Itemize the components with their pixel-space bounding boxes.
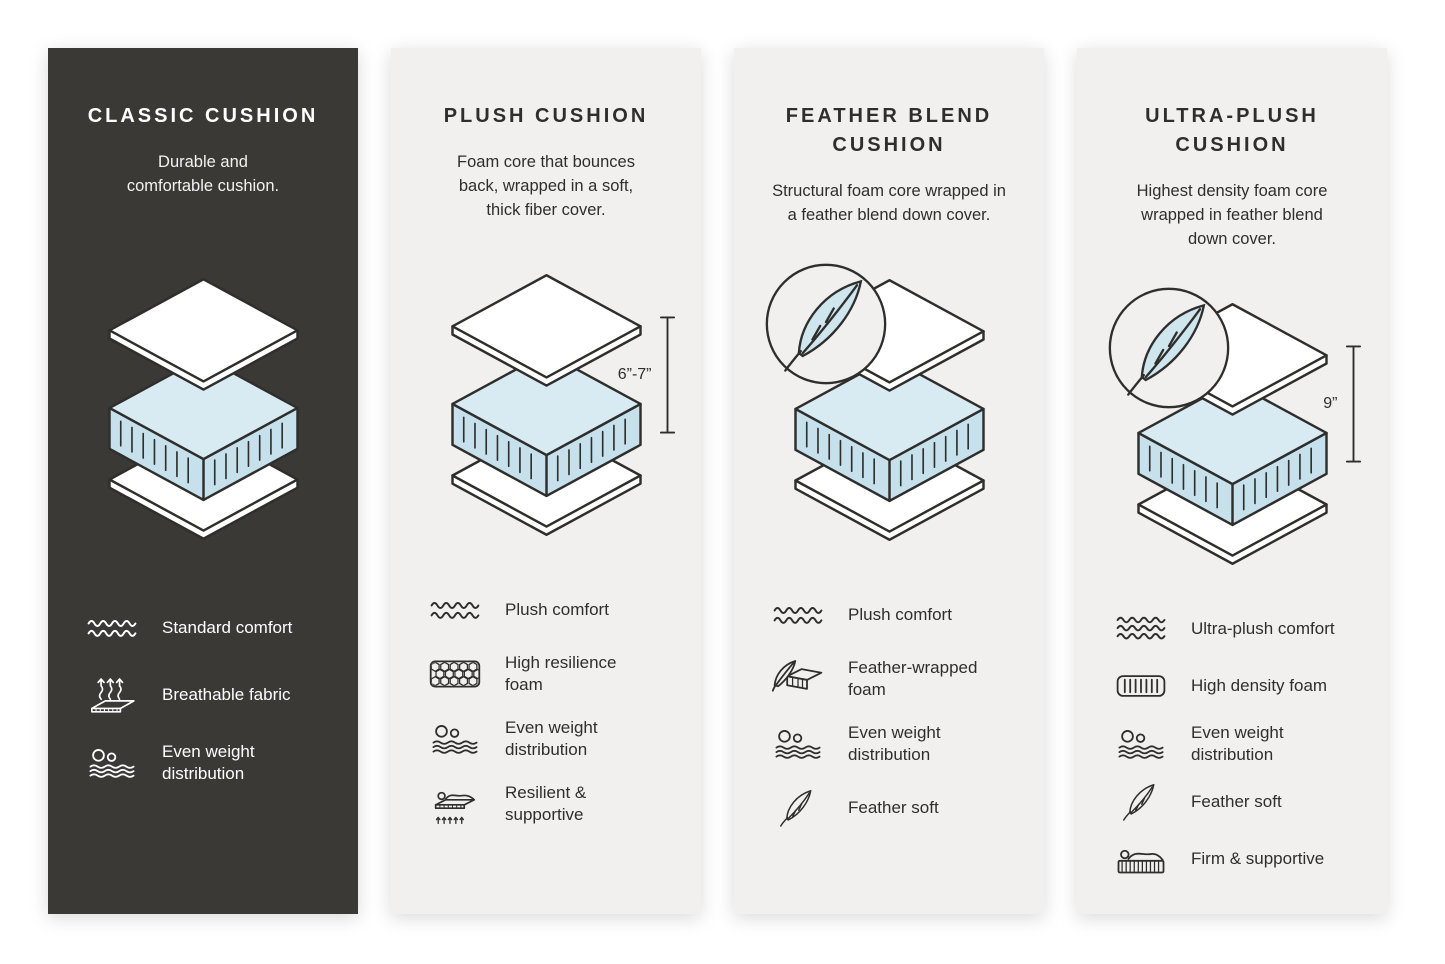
- measure-line-icon: [1345, 345, 1361, 463]
- cushion-illustration: [772, 274, 1007, 552]
- feature-list: Standard comfort Breathable fabric Even …: [48, 607, 358, 785]
- firm-support-icon: [1113, 838, 1169, 880]
- panel-plush-cushion: PLUSH CUSHION Foam core that bounces bac…: [391, 48, 701, 914]
- feature-label: Even weight distribution: [505, 717, 598, 760]
- panel-title: FEATHER BLEND CUSHION: [785, 105, 993, 156]
- feature-label: Ultra-plush comfort: [1191, 618, 1335, 638]
- feature-list: Ultra-plush comfort High density foam Ev…: [1077, 608, 1387, 880]
- feature-label: Resilient & supportive: [505, 783, 587, 825]
- feature-list: Plush comfort Feather-wrapped foam Even …: [734, 594, 1044, 829]
- feature-row: Firm & supportive: [1113, 838, 1387, 880]
- cushion-illustration: 9”: [1115, 298, 1361, 576]
- high-density-foam-icon: [1113, 665, 1169, 707]
- feather-badge-icon: [1105, 284, 1233, 412]
- feature-row: Plush comfort: [770, 594, 1044, 636]
- feature-label: Feather soft: [848, 798, 939, 818]
- feature-label: High density foam: [1191, 675, 1328, 695]
- panel-feather-blend-cushion: FEATHER BLEND CUSHION Structural foam co…: [734, 48, 1044, 914]
- feature-label: Feather-wrapped foam: [848, 657, 978, 699]
- feather-icon: [1113, 781, 1169, 823]
- height-measurement: 6”-7”: [618, 311, 676, 439]
- height-measurement-value: 9”: [1323, 394, 1338, 412]
- feature-row: Even weight distribution: [1113, 722, 1387, 766]
- panel-title: PLUSH CUSHION: [443, 105, 649, 127]
- cushion-stack-diagram: [86, 273, 321, 545]
- feature-label: Even weight distribution: [1191, 722, 1284, 764]
- feather-wrapped-foam-icon: [770, 658, 826, 700]
- feature-row: Even weight distribution: [427, 717, 701, 761]
- feather-icon: [770, 787, 826, 829]
- waves-icon: [770, 594, 826, 636]
- weight-distribution-icon: [770, 723, 826, 765]
- panel-description: Structural foam core wrapped in a feathe…: [772, 182, 1006, 224]
- feature-row: Feather soft: [770, 787, 1044, 829]
- honeycomb-foam-icon: [427, 653, 483, 695]
- waves-3-icon: [1113, 608, 1169, 650]
- panel-title: ULTRA-PLUSH CUSHION: [1145, 105, 1319, 156]
- feature-row: Ultra-plush comfort: [1113, 608, 1387, 650]
- resilient-support-icon: [427, 783, 483, 825]
- feature-row: Feather-wrapped foam: [770, 657, 1044, 701]
- feature-label: Plush comfort: [848, 604, 952, 624]
- breathable-fabric-icon: [84, 674, 140, 716]
- feature-row: Even weight distribution: [84, 741, 358, 785]
- cushion-illustration: 6”-7”: [429, 269, 675, 547]
- feature-label: Breathable fabric: [162, 684, 291, 704]
- feature-row: Plush comfort: [427, 589, 701, 631]
- feature-row: High density foam: [1113, 665, 1387, 707]
- measure-line-icon: [659, 316, 675, 434]
- feature-label: Firm & supportive: [1191, 848, 1325, 868]
- feature-row: High resilience foam: [427, 652, 701, 696]
- waves-icon: [84, 607, 140, 649]
- weight-distribution-icon: [84, 742, 140, 784]
- panel-description: Foam core that bounces back, wrapped in …: [457, 153, 635, 219]
- panel-classic-cushion: CLASSIC CUSHION Durable and comfortable …: [48, 48, 358, 914]
- feather-badge-icon: [762, 260, 890, 388]
- feature-row: Resilient & supportive: [427, 782, 701, 826]
- waves-icon: [427, 589, 483, 631]
- height-measurement: 9”: [1323, 340, 1361, 468]
- feature-row: Standard comfort: [84, 607, 358, 649]
- feature-label: Even weight distribution: [848, 723, 941, 765]
- feature-row: Even weight distribution: [770, 722, 1044, 766]
- feature-label: Plush comfort: [505, 599, 609, 619]
- feature-list: Plush comfort High resilience foam Even …: [391, 589, 701, 827]
- feature-label: Standard comfort: [162, 617, 293, 637]
- feature-row: Feather soft: [1113, 781, 1387, 823]
- panel-title: CLASSIC CUSHION: [87, 105, 319, 127]
- panel-description: Highest density foam core wrapped in fea…: [1136, 182, 1328, 248]
- height-measurement-value: 6”-7”: [617, 365, 652, 383]
- feature-label: Feather soft: [1191, 791, 1282, 811]
- panel-description: Durable and comfortable cushion.: [126, 153, 280, 195]
- feature-label: High resilience foam: [505, 652, 617, 694]
- weight-distribution-icon: [1113, 723, 1169, 765]
- cushion-illustration: [86, 273, 321, 551]
- panel-ultra-plush-cushion: ULTRA-PLUSH CUSHION Highest density foam…: [1077, 48, 1387, 914]
- feature-label: Even weight distribution: [162, 741, 255, 783]
- weight-distribution-icon: [427, 718, 483, 760]
- feature-row: Breathable fabric: [84, 674, 358, 716]
